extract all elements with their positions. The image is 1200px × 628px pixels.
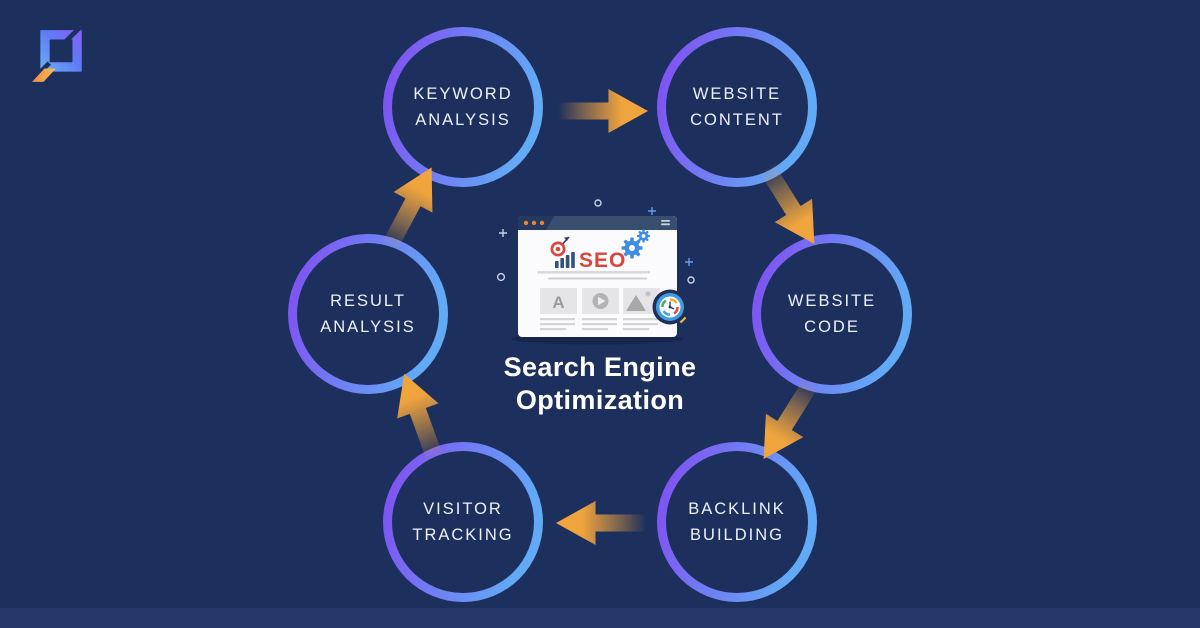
arrow-icon-keyword-to-content — [556, 89, 648, 133]
arrow-icon-backlink-to-visitor — [556, 498, 648, 548]
step-label-line: CODE — [804, 318, 860, 336]
step-label-line: CONTENT — [690, 111, 784, 129]
cycle-step-keyword-analysis: KEYWORD ANALYSIS — [383, 27, 543, 187]
cycle-step-visitor-tracking: VISITOR TRACKING — [383, 442, 543, 602]
footer-bar — [0, 608, 1200, 628]
menu-icon — [661, 220, 670, 226]
step-label-line: BACKLINK — [688, 500, 786, 518]
step-label-line: KEYWORD — [413, 85, 513, 103]
step-label-line: VISITOR — [423, 500, 503, 518]
step-label-line: RESULT — [330, 292, 406, 310]
browser-window: SEO — [518, 216, 677, 337]
article-card: A — [540, 288, 577, 331]
browser-header — [518, 216, 677, 230]
cycle-step-website-code: WEBSITE CODE — [752, 234, 912, 394]
letter-card-glyph: A — [552, 293, 564, 312]
cycle-step-website-content: WEBSITE CONTENT — [657, 27, 817, 187]
logo-frame-icon — [30, 26, 87, 84]
target-icon — [550, 236, 570, 257]
magnifier-gauge-icon — [652, 289, 696, 333]
video-card — [582, 288, 619, 331]
step-label-line: ANALYSIS — [320, 318, 416, 336]
sparkle-decorations — [496, 199, 695, 284]
bar-chart-icon — [555, 252, 575, 268]
step-label-line: WEBSITE — [692, 85, 782, 103]
page-title-line1: Search Engine — [503, 352, 697, 382]
seo-browser-illustration: SEO — [496, 199, 696, 345]
divider-line — [548, 277, 647, 280]
magnifier-handle — [680, 317, 696, 333]
step-label-line: BUILDING — [690, 526, 784, 544]
step-label-line: TRACKING — [412, 526, 514, 544]
seo-wordmark: SEO — [579, 249, 626, 272]
divider-line — [537, 271, 650, 274]
gear-icon-large — [621, 237, 643, 259]
cycle-step-result-analysis: RESULT ANALYSIS — [288, 234, 448, 394]
page-title-line2: Optimization — [515, 385, 685, 415]
page-title: Search Engine Optimization — [400, 351, 800, 417]
window-dots-icon — [523, 220, 545, 226]
gear-icon-small — [636, 229, 651, 243]
brand-logo — [30, 26, 87, 84]
step-label-line: ANALYSIS — [415, 111, 511, 129]
step-label-line: WEBSITE — [787, 292, 877, 310]
cycle-step-backlink-building: BACKLINK BUILDING — [657, 442, 817, 602]
image-icon — [626, 295, 646, 311]
